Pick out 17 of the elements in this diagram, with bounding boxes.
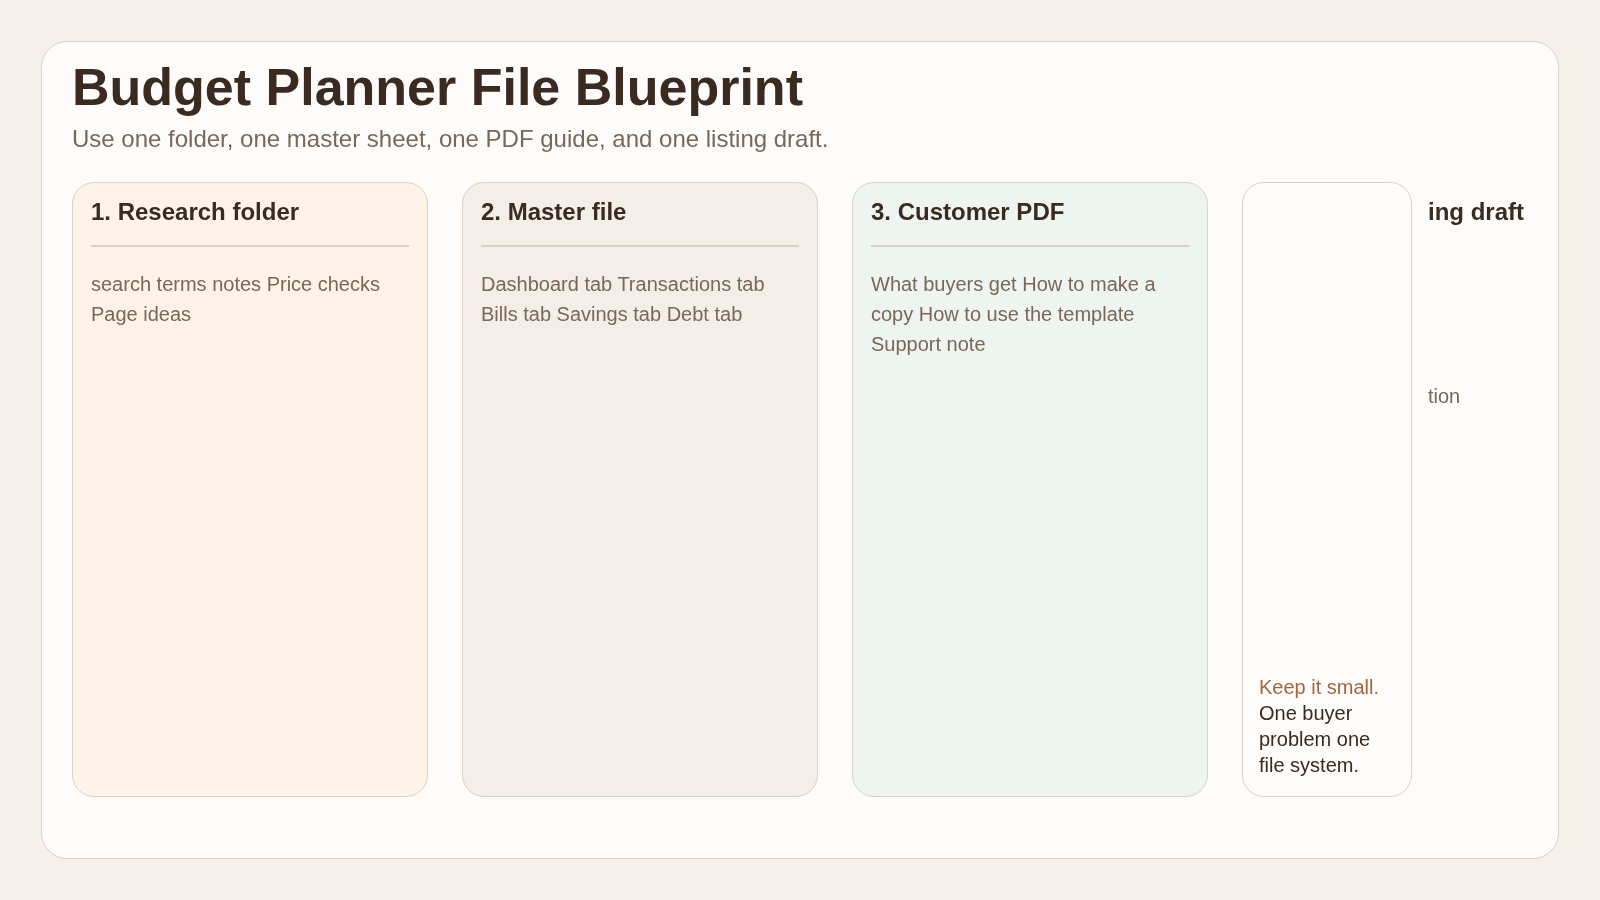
card-title: 2. Master file xyxy=(481,197,627,227)
card-title: 1. Research folder xyxy=(91,197,300,227)
card-title: 3. Customer PDF xyxy=(871,197,1065,227)
blueprint-panel xyxy=(41,41,1559,859)
note-card xyxy=(1242,182,1412,797)
note-text: One buyer problem one file system. xyxy=(1259,701,1372,778)
section-card xyxy=(462,182,818,797)
card-text: What buyers get How to make a copy How to use the template Support note xyxy=(871,272,1157,357)
card-text: search terms notes Price checks Page ideas xyxy=(91,272,381,327)
note-heading: Keep it small. xyxy=(1259,675,1380,700)
heading-fragment: ing draft xyxy=(1428,197,1524,227)
text-fragment: tion xyxy=(1428,384,1461,409)
subtitle: Use one folder, one master sheet, one PDF guide, and one listing draft. xyxy=(72,124,829,154)
title: Budget Planner File Blueprint xyxy=(72,57,803,117)
section-card xyxy=(852,182,1208,797)
card-text: Dashboard tab Transactions tab Bills tab Savings tab Debt tab xyxy=(481,272,766,327)
section-card xyxy=(72,182,428,797)
